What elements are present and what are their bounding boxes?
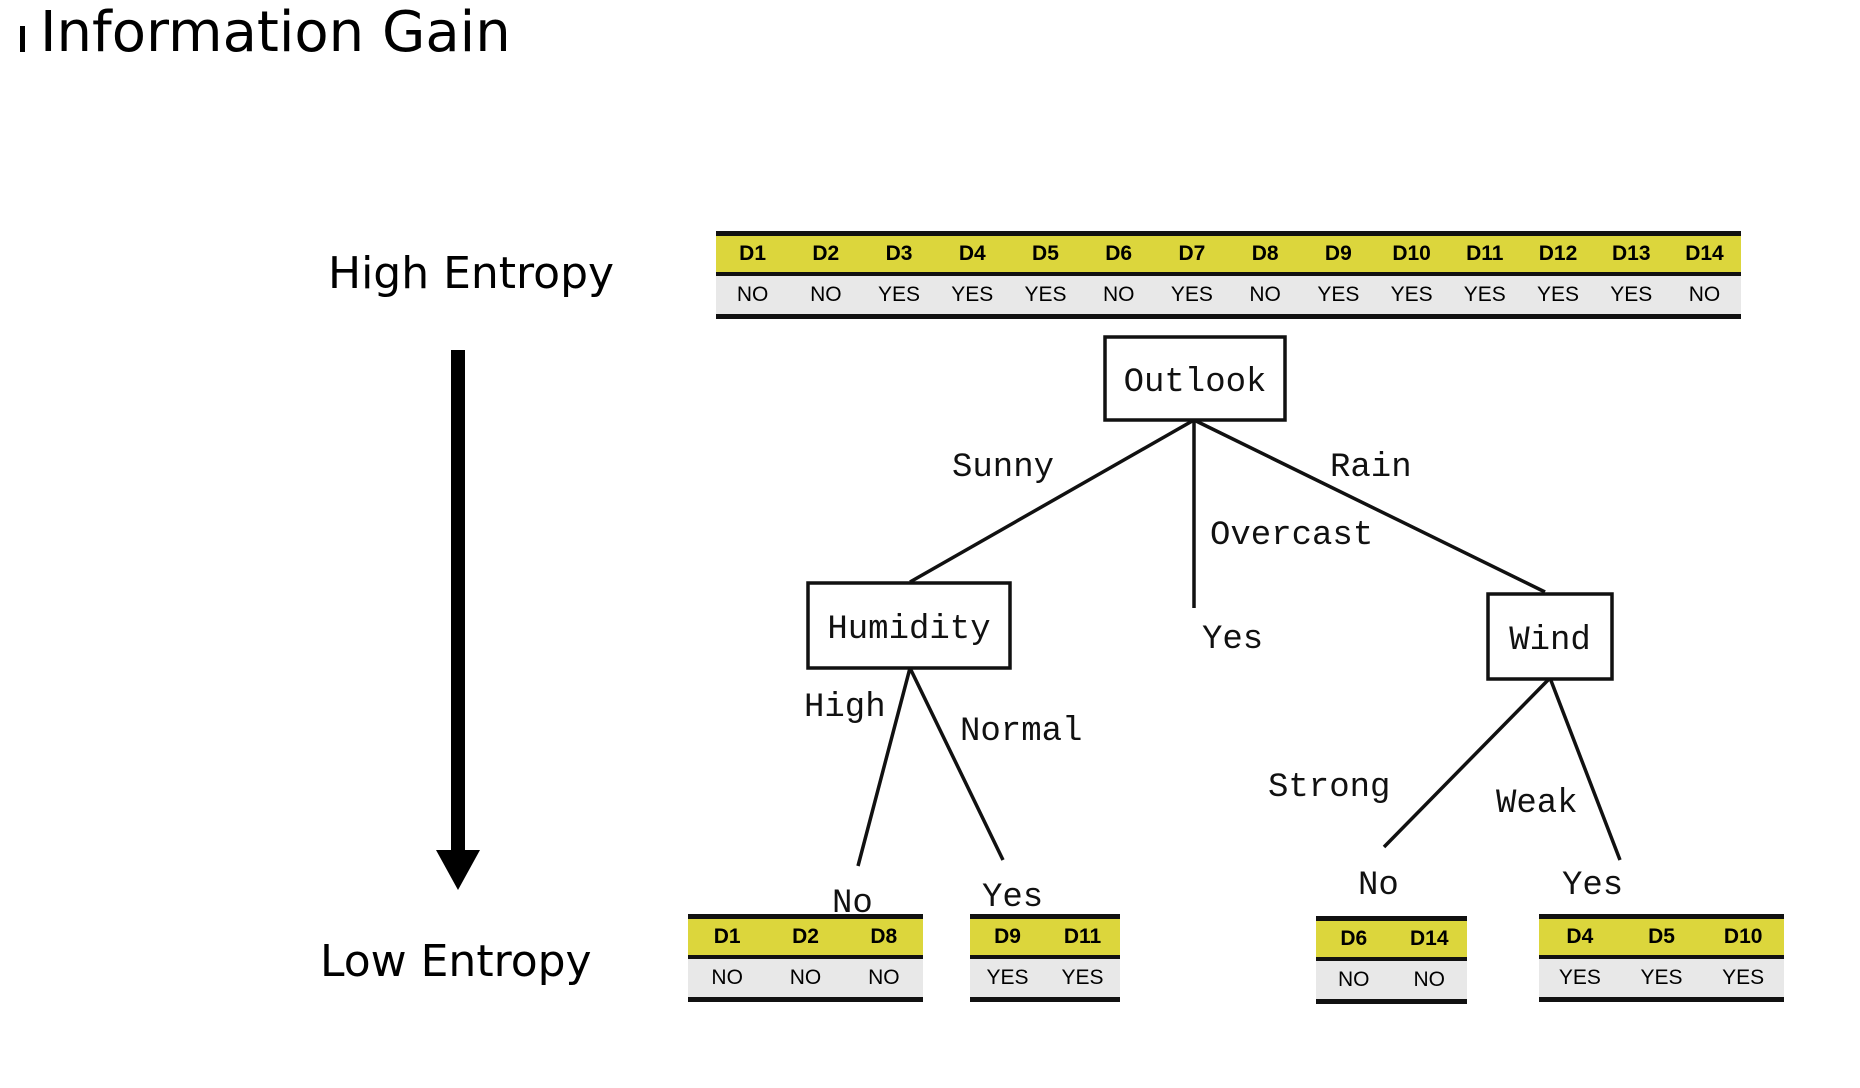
play-value-cell: YES [1640,966,1683,989]
day-id-cell: D13 [1611,242,1651,265]
day-id-cell: D8 [1251,242,1279,265]
branch-weak-label: Weak [1496,785,1578,823]
wind-node: Wind [1486,592,1614,681]
day-id-cell: D7 [1178,242,1206,265]
leaf-normal-yes: Yes [982,879,1043,917]
play-value-cell: YES [1463,283,1506,306]
play-value-cell: NO [810,283,842,306]
play-value-cell: YES [878,283,921,306]
title-accent-bar [20,26,25,52]
day-id-cell: D2 [792,925,819,948]
table-value-row: YES YES YES [1539,959,1784,997]
branch-high-label: High [804,689,886,727]
outlook-node-label: Outlook [1124,364,1267,402]
play-value-cell: YES [951,283,994,306]
day-id-cell: D8 [870,925,898,948]
leaf-strong-no: No [1358,867,1399,905]
day-id-cell: D10 [1723,925,1763,948]
day-id-cell: D2 [812,242,840,265]
low-entropy-label: Low Entropy [320,936,592,987]
table-header-row: D9 D11 [970,919,1120,959]
leaf-weak-yes: Yes [1562,867,1623,905]
edge-rain [1193,418,1546,594]
leaf-high-no: No [832,885,873,923]
play-value-cell: NO [736,283,769,306]
wind-node-box [1486,592,1614,681]
entropy-arrow-shaft [451,350,465,855]
play-value-cell: YES [986,966,1029,989]
table-header-row: D1 D2 D8 [688,919,923,959]
branch-sunny-label: Sunny [952,449,1054,487]
branch-normal-label: Normal [960,713,1082,751]
play-value-cell: YES [1390,283,1433,306]
day-id-cell: D4 [1566,925,1594,948]
play-value-cell: YES [1610,283,1653,306]
play-value-cell: NO [1249,283,1281,306]
play-value-cell: YES [1537,283,1580,306]
day-id-cell: D5 [1648,925,1675,948]
edge-weak [1548,677,1622,861]
day-id-cell: D11 [1466,242,1504,265]
day-id-cell: D4 [958,242,986,265]
tree-edges [856,418,1622,867]
table-value-row: NO NO NO [688,959,923,997]
play-value-cell: NO [1338,968,1370,991]
play-value-cell: YES [1722,966,1765,989]
play-value-cell: YES [1170,283,1213,306]
table-header-row: D6 D14 [1316,921,1467,961]
day-id-cell: D1 [713,925,741,948]
day-id-cell: D5 [1032,242,1059,265]
day-id-cell: D10 [1392,242,1431,265]
edge-high [856,667,912,867]
outlook-node: Outlook [1103,335,1287,422]
edge-normal [908,667,1005,861]
leaf-overcast-yes: Yes [1202,621,1263,659]
high-entropy-label: High Entropy [328,248,615,299]
play-value-cell: NO [1688,283,1721,306]
play-value-cell: YES [1558,966,1601,989]
play-value-cell: NO [1413,968,1446,991]
day-id-cell: D9 [994,925,1021,948]
humidity-node-label: Humidity [827,611,990,649]
play-value-cell: NO [789,966,822,989]
day-id-cell: D12 [1538,242,1578,265]
branch-strong-label: Strong [1268,769,1390,807]
play-value-cell: NO [1102,283,1135,306]
table-value-row: YES YES [970,959,1120,997]
table-value-row: NO NO YES YES YES NO YES NO YES YES YES YES YES NO [716,276,1741,314]
play-value-cell: NO [868,966,900,989]
humidity-node: Humidity [806,581,1012,670]
outlook-node-box [1103,335,1287,422]
day-id-cell: D6 [1105,242,1133,265]
table-value-row: NO NO [1316,961,1467,999]
page-title: Information Gain [40,0,511,65]
branch-overcast-label: Overcast [1210,517,1373,555]
play-value-cell: YES [1061,966,1104,989]
table-header-row: D1 D2 D3 D4 D5 D6 D7 D8 D9 D10 D11 D12 D13 D14 [716,236,1741,276]
day-id-cell: D9 [1324,242,1352,265]
down-arrow-icon [436,850,480,890]
edge-sunny [909,418,1195,584]
day-id-cell: D6 [1340,927,1368,950]
day-id-cell: D11 [1063,925,1102,948]
humidity-node-box [806,581,1012,670]
edge-strong [1382,676,1552,849]
play-value-cell: YES [1024,283,1067,306]
day-id-cell: D1 [739,242,767,265]
day-id-cell: D3 [885,242,913,265]
play-value-cell: YES [1317,283,1360,306]
play-value-cell: NO [711,966,743,989]
day-id-cell: D14 [1409,927,1449,950]
wind-node-label: Wind [1509,622,1591,660]
branch-rain-label: Rain [1330,449,1412,487]
day-id-cell: D14 [1685,242,1724,265]
table-header-row: D4 D5 D10 [1539,919,1784,959]
